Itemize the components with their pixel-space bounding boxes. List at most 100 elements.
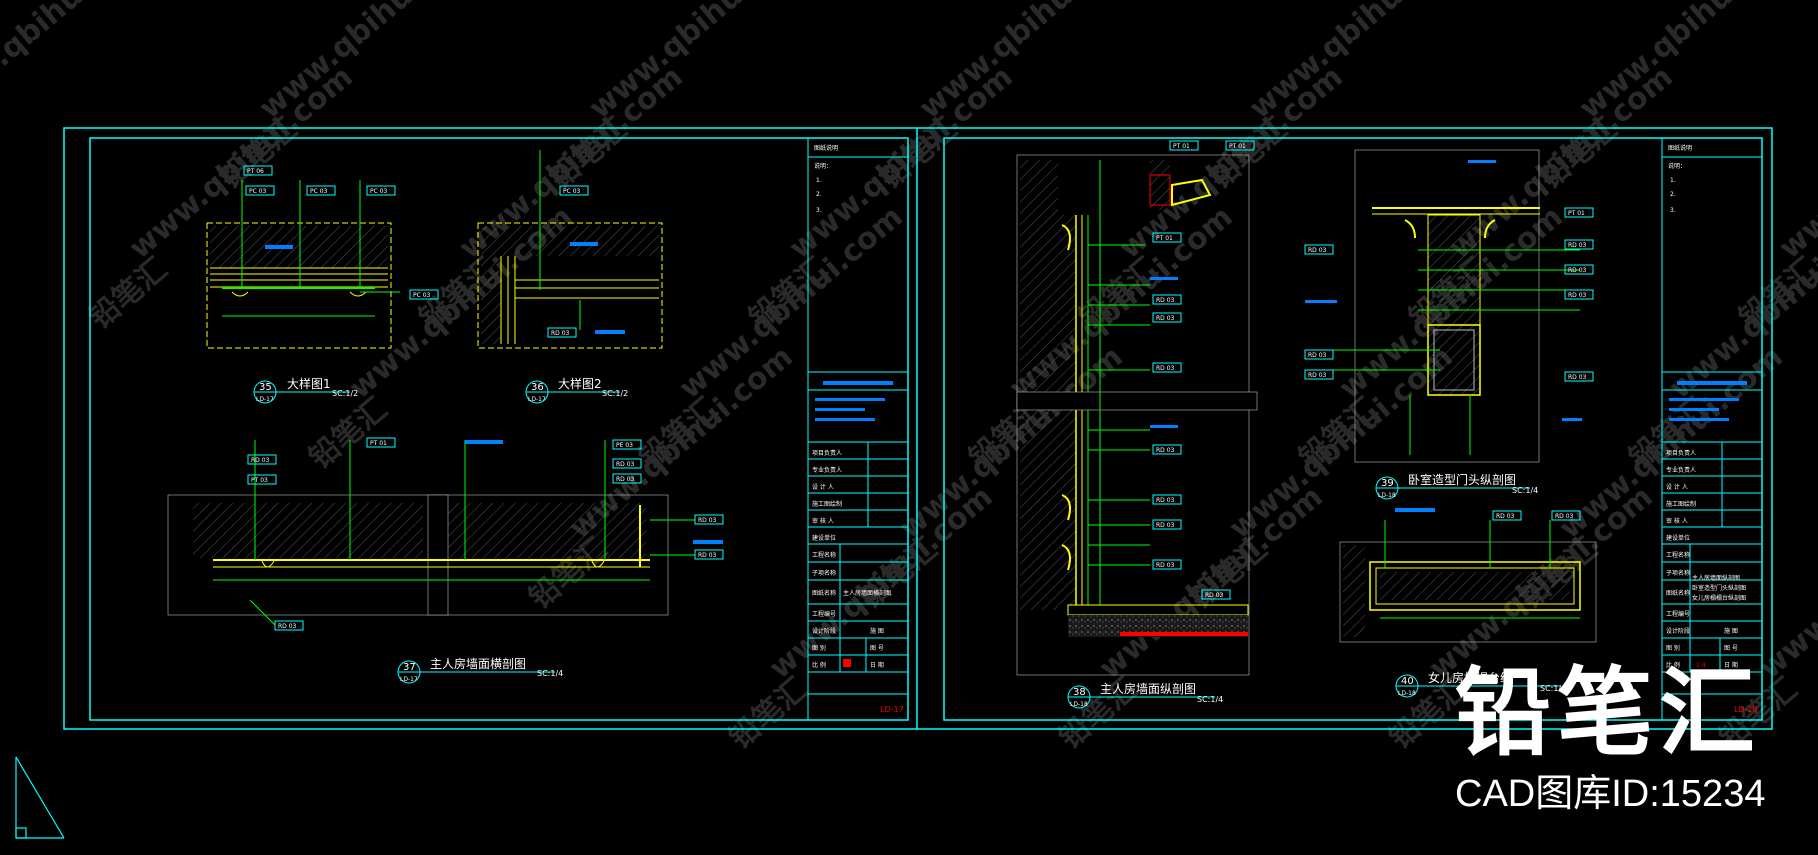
sheet-ld18[interactable]: 图纸说明 说明： 1. 2. 3. 项目负责人 专业负责人 设 计 人 施工图绘… bbox=[1016, 137, 1763, 721]
detail-number: 37 bbox=[403, 662, 416, 673]
tag-label: PT 01 bbox=[370, 440, 387, 447]
watermark-text: www.qbihui.com bbox=[1113, 59, 1350, 266]
info-row: 图纸名称 bbox=[812, 589, 836, 597]
footer-cell: 图 别 bbox=[812, 644, 826, 652]
detail-38-drawing[interactable] bbox=[1016, 154, 1258, 676]
detail-label-36[interactable]: 36 LD-17 大样图2 SC:1/2 bbox=[525, 376, 628, 404]
detail-label-37[interactable]: 37 LD-17 主人房墙面横剖图 SC:1/4 bbox=[397, 656, 563, 684]
footer-cell: 日 期 bbox=[1724, 661, 1738, 669]
detail-title: 大样图2 bbox=[558, 376, 602, 391]
footer-scale: 1:4 bbox=[1696, 662, 1706, 669]
tag-label: PT 01 bbox=[1173, 143, 1190, 150]
cad-id-label: CAD图库ID:15234 bbox=[1455, 773, 1766, 815]
sign-row: 施工图绘制 bbox=[812, 500, 842, 508]
detail-number: 36 bbox=[531, 382, 544, 393]
detail-37-drawing[interactable] bbox=[167, 440, 723, 626]
tag-label: RD 03 bbox=[698, 517, 717, 524]
watermark-text: www.qbihui.com bbox=[1093, 479, 1330, 686]
notes-item: 1. bbox=[816, 177, 822, 184]
notes-item: 2. bbox=[816, 191, 822, 198]
tag-label: RD 03 bbox=[1156, 562, 1175, 569]
footer-cell: 日 期 bbox=[870, 661, 884, 669]
ucs-icon bbox=[15, 756, 65, 839]
notes-item: 2. bbox=[1670, 191, 1676, 198]
detail-36-drawing[interactable] bbox=[477, 150, 663, 349]
notes-item: 3. bbox=[816, 207, 822, 214]
tag-label: RD 03 bbox=[1568, 292, 1587, 299]
info-row: 建设单位 bbox=[812, 534, 836, 542]
info-row: 建设单位 bbox=[1666, 534, 1690, 542]
detail-label-40[interactable]: 40 LD-18 女儿房榻榻台纵 SC:1/4 bbox=[1395, 670, 1566, 698]
detail-35-drawing[interactable] bbox=[206, 180, 400, 349]
tag-label: RD 03 bbox=[551, 330, 570, 337]
title-block bbox=[1661, 137, 1763, 721]
drawing-name-line: 女儿房榻榻台纵剖图 bbox=[1692, 594, 1746, 602]
sign-row: 设 计 人 bbox=[1666, 483, 1688, 491]
notes-title: 图纸说明 bbox=[814, 144, 838, 152]
detail-title: 卧室造型门头纵剖图 bbox=[1408, 472, 1516, 487]
brand-logo: 铅笔汇 bbox=[1455, 657, 1761, 769]
title-block-bar bbox=[1669, 418, 1729, 421]
info-row: 工程编号 bbox=[1666, 610, 1690, 618]
title-block-bar bbox=[815, 408, 865, 411]
tag-label: PE 03 bbox=[616, 442, 633, 449]
notes-item: 1. bbox=[1670, 177, 1676, 184]
info-row: 图纸名称 bbox=[1666, 589, 1690, 597]
sign-row: 施工图绘制 bbox=[1666, 500, 1696, 508]
watermark-brand: 铅笔汇 bbox=[303, 391, 394, 476]
drawing-name: 主人房墙面横剖图 bbox=[843, 589, 891, 597]
detail-ref: LD-17 bbox=[256, 396, 274, 403]
tag-label: PC 03 bbox=[563, 188, 581, 195]
detail-number: 39 bbox=[1381, 478, 1394, 489]
watermark-text: www.qbihui.com bbox=[0, 0, 160, 126]
tag-label: PC 03 bbox=[249, 188, 267, 195]
watermark-brand: 铅笔汇 bbox=[723, 671, 814, 756]
detail-label-39[interactable]: 39 LD-18 卧室造型门头纵剖图 SC:1/4 bbox=[1375, 472, 1538, 500]
detail-number: 35 bbox=[259, 382, 272, 393]
watermark-text: www.qbihui.com bbox=[1553, 339, 1790, 546]
sign-row: 审 核 人 bbox=[812, 517, 834, 525]
notes-heading: 说明： bbox=[814, 162, 832, 170]
tag-label: RD 03 bbox=[1156, 497, 1175, 504]
tag-label: RD 03 bbox=[1568, 267, 1587, 274]
tag-label: RD 03 bbox=[1308, 247, 1327, 254]
detail-40-drawing[interactable] bbox=[1339, 508, 1597, 643]
detail-label-35[interactable]: 35 LD-17 大样图1 SC:1/2 bbox=[253, 376, 358, 404]
info-row: 工程编号 bbox=[812, 610, 836, 618]
detail-39-drawing[interactable] bbox=[1305, 149, 1582, 463]
footer-cell: 施 图 bbox=[870, 627, 884, 635]
sheet-ld17[interactable]: 图纸说明 说明： 1. 2. 3. 项目负责人 专业负责人 设 计 人 施工图绘… bbox=[167, 137, 909, 721]
detail-title: 大样图1 bbox=[287, 376, 331, 391]
detail-label-38[interactable]: 38 LD-18 主人房墙面纵剖图 SC:1/4 bbox=[1067, 681, 1223, 709]
sign-row: 项目负责人 bbox=[812, 449, 842, 457]
title-block-bar bbox=[1677, 381, 1747, 385]
detail-scale: SC:1/4 bbox=[1540, 684, 1566, 693]
title-block-bar bbox=[815, 418, 875, 421]
title-block-bar bbox=[1669, 408, 1719, 411]
footer-cell: 比 例 bbox=[812, 661, 826, 669]
notes-heading: 说明： bbox=[1668, 162, 1686, 170]
tag-label: RD 03 bbox=[1308, 372, 1327, 379]
drawing-name-line: 卧室造型门头纵剖图 bbox=[1692, 584, 1746, 592]
footer-cell: 图 号 bbox=[1724, 645, 1738, 652]
detail-scale: SC:1/2 bbox=[332, 389, 358, 398]
detail-number: 38 bbox=[1073, 687, 1086, 698]
footer-cell: 设计阶段 bbox=[1666, 627, 1690, 635]
tag-label: RD 03 bbox=[1205, 592, 1224, 599]
watermark-text: www.qbihui.com bbox=[1773, 59, 1818, 266]
watermark-text: www.qbihui.com bbox=[673, 199, 910, 406]
tag-label: RD 03 bbox=[1568, 374, 1587, 381]
footer-cell: 图 别 bbox=[1666, 644, 1680, 652]
detail-ref: LD-18 bbox=[1378, 492, 1396, 499]
tag-label: PT 01 bbox=[1229, 143, 1246, 150]
tag-label: PC 03 bbox=[310, 188, 328, 195]
watermark-brand: 铅笔汇 bbox=[83, 251, 174, 336]
tag-label: RD 03 bbox=[1308, 352, 1327, 359]
footer-cell: 比 例 bbox=[1666, 661, 1680, 669]
sheet-number: LD-17 bbox=[880, 705, 904, 714]
title-block bbox=[807, 137, 909, 721]
sign-row: 专业负责人 bbox=[1666, 466, 1696, 474]
watermark-layer: www.qbihui.com 铅笔汇 www.qbihui.com 铅笔汇 www.qb… bbox=[0, 0, 1818, 756]
tag-label: RD 03 bbox=[698, 552, 717, 559]
